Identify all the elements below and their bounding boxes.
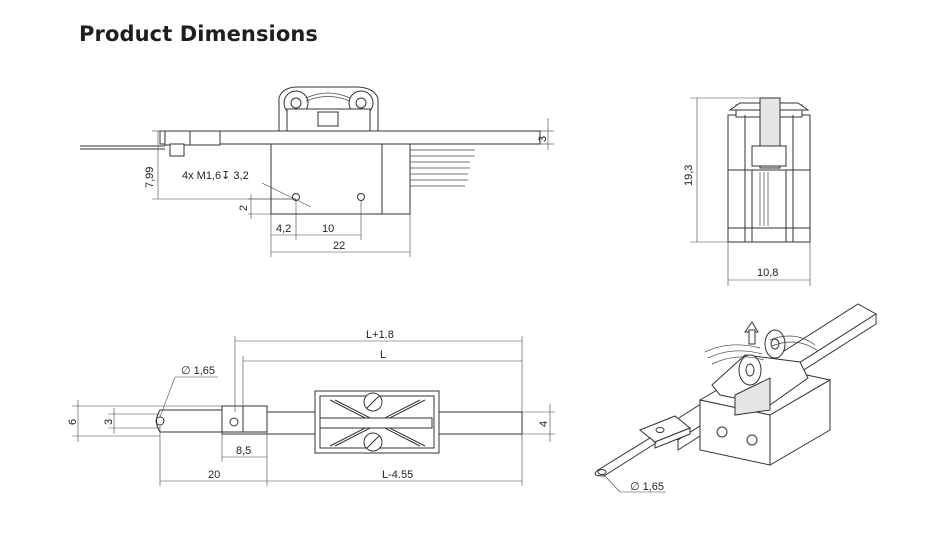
end-dim-10-8: 10,8 — [757, 267, 778, 279]
side-cable-fins — [410, 149, 475, 187]
side-dim-22: 22 — [333, 240, 345, 252]
top-dim-6: 6 — [67, 419, 79, 425]
top-dim-3: 3 — [103, 419, 115, 425]
iso-dim-diameter: ∅ 1,65 — [630, 481, 664, 493]
top-dim-8-5: 8,5 — [236, 445, 251, 457]
side-dim-4-2: 4,2 — [276, 223, 291, 235]
top-flex-tab — [156, 409, 223, 433]
side-dim-7-99: 7,99 — [144, 167, 156, 188]
top-dim-20: 20 — [208, 469, 220, 481]
top-view: L+1.8 L ∅ 1,65 6 3 4 8,5 20 L-4.55 — [67, 329, 555, 486]
iso-springs — [704, 335, 819, 365]
top-dim-l: L — [380, 349, 386, 361]
side-hole-callout: 4x M1,6↧ 3,2 — [182, 170, 249, 182]
side-dim-10: 10 — [322, 223, 334, 235]
end-dim-19-3: 19,3 — [683, 165, 695, 186]
iso-view: ∅ 1,65 — [594, 303, 877, 493]
iso-housing-side — [769, 379, 831, 466]
iso-carriage — [711, 354, 809, 406]
side-dim-3: 3 — [537, 136, 549, 142]
page-title: Product Dimensions — [79, 22, 319, 46]
end-view: 19,3 10,8 — [683, 97, 811, 286]
side-view: 4x M1,6↧ 3,2 7,99 3 2 4,2 10 22 — [80, 86, 554, 257]
top-arm-tab — [221, 405, 268, 433]
top-dim-diameter: ∅ 1,65 — [181, 365, 215, 377]
iso-flex-tab — [594, 437, 657, 477]
top-dim-l-plus: L+1.8 — [366, 329, 394, 341]
top-dim-4: 4 — [538, 421, 550, 427]
top-tab-hole — [229, 417, 239, 427]
side-arm — [164, 130, 221, 146]
top-dim-l-minus: L-4.55 — [382, 469, 413, 481]
side-dim-2: 2 — [238, 205, 250, 211]
